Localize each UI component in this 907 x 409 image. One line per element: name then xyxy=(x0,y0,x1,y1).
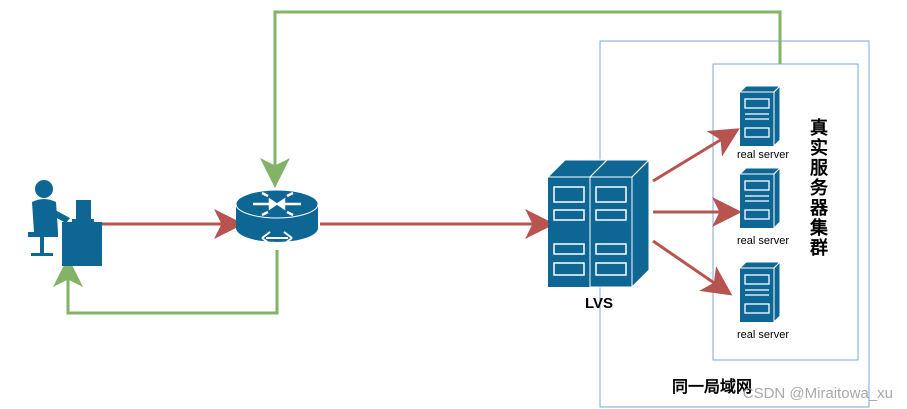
server-tower-icon xyxy=(738,84,782,148)
lan-title: 同一局域网 xyxy=(672,377,752,396)
watermark: CSDN @Miraitowa_xu xyxy=(743,385,893,402)
request-arrow-lvs-server1 xyxy=(652,128,740,183)
response-path-top xyxy=(260,10,782,188)
server-tower-icon xyxy=(738,260,782,324)
real-server-label-2: real server xyxy=(737,235,789,247)
request-arrow-lvs-server3 xyxy=(652,239,733,296)
user-at-desk-icon xyxy=(28,180,102,266)
server-tower-icon xyxy=(738,166,782,230)
lvs-label: LVS xyxy=(585,295,613,312)
response-path-bottom xyxy=(53,250,279,315)
cluster-title: 真实服务器集群 xyxy=(808,117,829,258)
real-server-label-3: real server xyxy=(737,329,789,341)
real-server-label-1: real server xyxy=(737,149,789,161)
cluster-boundary-box xyxy=(712,63,859,361)
lvs-server-icon xyxy=(546,158,651,289)
router-icon xyxy=(235,189,319,245)
